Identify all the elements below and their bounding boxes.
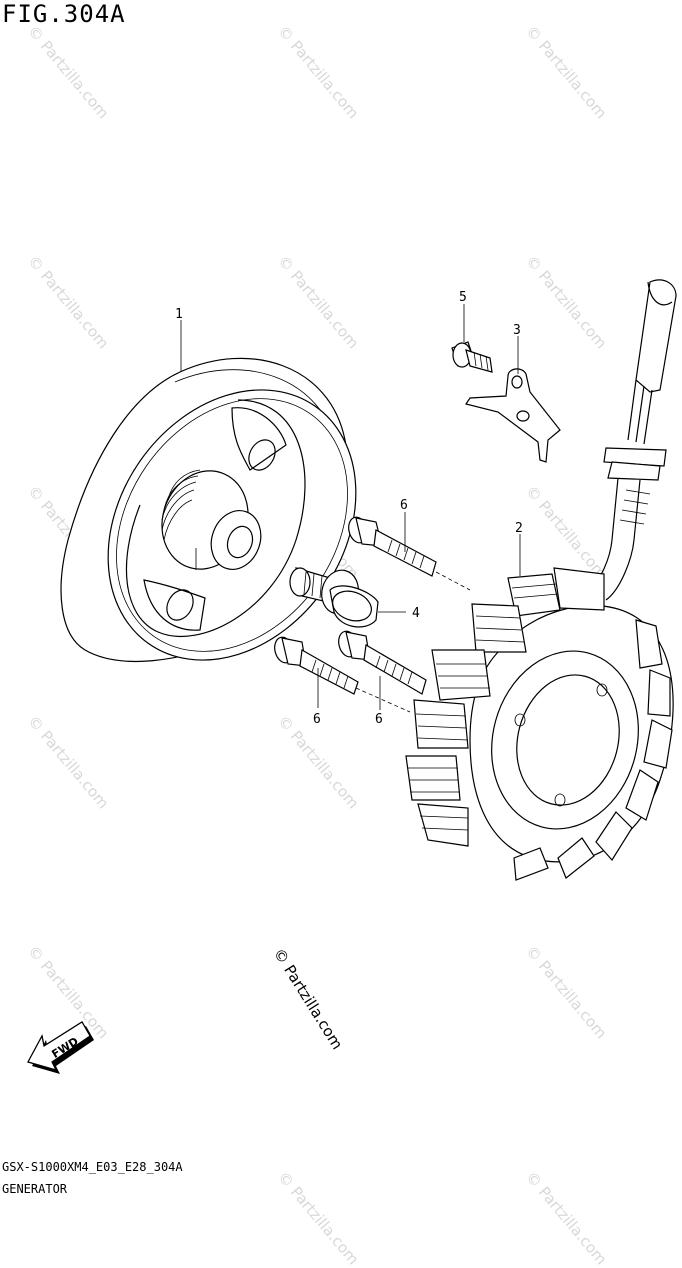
bolt-upper [348,516,437,577]
callout-3: 3 [513,323,521,338]
bolt-lower-left [274,636,359,695]
bolt-lower-right [338,630,427,695]
callout-1: 1 [175,307,183,322]
callout-6c: 6 [375,712,383,727]
callout-4: 4 [412,606,420,621]
callout-6a: 6 [400,498,408,513]
callout-5: 5 [459,290,467,305]
wire-clamp [465,368,561,463]
bolt-small [451,341,493,373]
generator-diagram: 1 2 3 4 5 6 6 6 FWD [27,279,677,1074]
stator [405,279,677,881]
rotor-bolt [289,567,379,628]
rotor-flywheel [60,357,357,663]
callout-2: 2 [515,521,523,536]
figure-name: GENERATOR [2,1182,68,1196]
callout-6b: 6 [313,712,321,727]
fwd-arrow-icon: FWD [27,1021,94,1074]
figure-code: GSX-S1000XM4_E03_E28_304A [2,1160,183,1174]
figure-title: FIG.304A [2,0,126,28]
